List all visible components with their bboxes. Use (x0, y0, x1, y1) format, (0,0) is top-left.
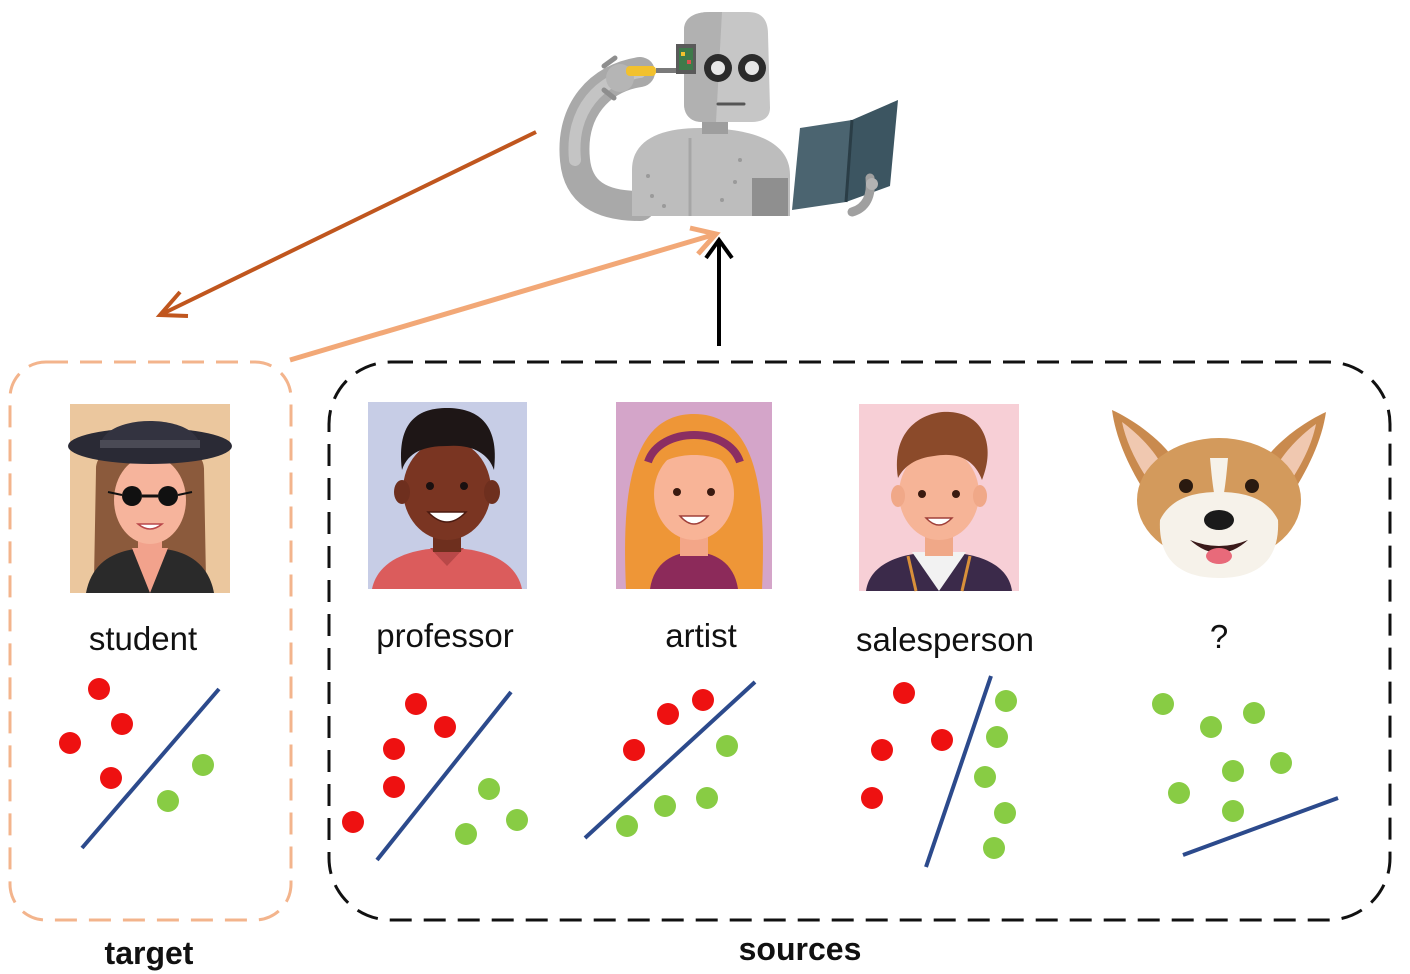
negative-point (59, 732, 81, 754)
negative-point (623, 739, 645, 761)
negative-point (405, 693, 427, 715)
positive-point (616, 815, 638, 837)
arrow-target-to-robot (289, 225, 721, 363)
caption-artist: artist (665, 617, 737, 654)
decision-boundary (375, 690, 513, 862)
positive-point (716, 735, 738, 757)
negative-point (342, 811, 364, 833)
caption-professor: professor (376, 617, 514, 654)
plot-student (59, 678, 221, 850)
positive-point (974, 766, 996, 788)
positive-point (192, 754, 214, 776)
negative-point (434, 716, 456, 738)
caption-salesperson: salesperson (856, 621, 1034, 658)
decision-boundary (924, 675, 993, 868)
arrow-sources-to-robot (704, 236, 734, 346)
positive-point (1152, 693, 1174, 715)
robot-illustration (559, 12, 898, 221)
positive-point (1243, 702, 1265, 724)
positive-point (1222, 760, 1244, 782)
positive-point (1168, 782, 1190, 804)
negative-point (657, 703, 679, 725)
positive-point (696, 787, 718, 809)
positive-point (654, 795, 676, 817)
positive-point (1222, 800, 1244, 822)
negative-point (692, 689, 714, 711)
artist-avatar (616, 402, 772, 589)
negative-point (383, 776, 405, 798)
negative-point (931, 729, 953, 751)
plot-unknown (1152, 693, 1339, 857)
positive-point (994, 802, 1016, 824)
negative-point (88, 678, 110, 700)
negative-point (893, 682, 915, 704)
student-avatar (68, 404, 232, 593)
negative-point (111, 713, 133, 735)
decision-boundary (1182, 796, 1339, 857)
salesperson-avatar (859, 404, 1019, 592)
plot-salesperson (861, 675, 1017, 868)
professor-avatar (368, 402, 527, 589)
negative-point (871, 739, 893, 761)
negative-point (383, 738, 405, 760)
caption-student: student (89, 620, 197, 657)
positive-point (506, 809, 528, 831)
dog-photo (1112, 410, 1326, 578)
arrow-robot-to-target (155, 130, 537, 318)
negative-point (861, 787, 883, 809)
positive-point (455, 823, 477, 845)
decision-boundary (583, 680, 757, 840)
positive-point (983, 837, 1005, 859)
plot-artist (583, 680, 757, 840)
positive-point (478, 778, 500, 800)
target-group-box (8, 360, 293, 922)
target-label: target (105, 935, 194, 971)
positive-point (1200, 716, 1222, 738)
plot-professor (342, 690, 528, 862)
positive-point (995, 690, 1017, 712)
negative-point (100, 767, 122, 789)
positive-point (986, 726, 1008, 748)
decision-boundary (80, 687, 221, 850)
sources-label: sources (739, 931, 862, 967)
caption-unknown: ? (1210, 618, 1228, 655)
positive-point (1270, 752, 1292, 774)
positive-point (157, 790, 179, 812)
